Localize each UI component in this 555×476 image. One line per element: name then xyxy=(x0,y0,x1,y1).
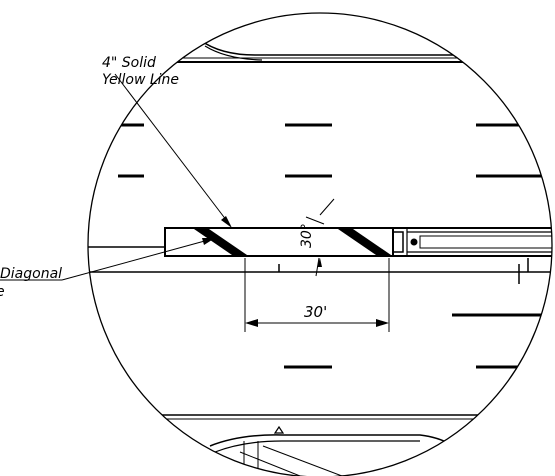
bottom-curb xyxy=(88,414,552,476)
spacing-dimension-label: 30' xyxy=(304,303,327,321)
angle-indicator xyxy=(305,198,335,277)
diagonal-leader xyxy=(0,238,215,281)
lower-lane-line xyxy=(88,246,552,284)
median-island xyxy=(164,227,552,257)
spacing-dimension xyxy=(244,258,390,332)
solid-line-leader xyxy=(114,73,232,228)
detail-contents xyxy=(88,39,552,476)
detail-circle xyxy=(87,12,553,476)
solid-line-size-label: 4" Solid xyxy=(102,55,156,71)
angle-dimension-label: 30° xyxy=(299,223,315,248)
solid-line-color-label: Yellow Line xyxy=(102,72,179,88)
diagonal-label: Diagonal xyxy=(0,266,62,282)
diagonal-markings xyxy=(194,229,391,255)
diagonal-label-tail: e xyxy=(0,284,5,300)
lane-dashes xyxy=(118,123,552,369)
